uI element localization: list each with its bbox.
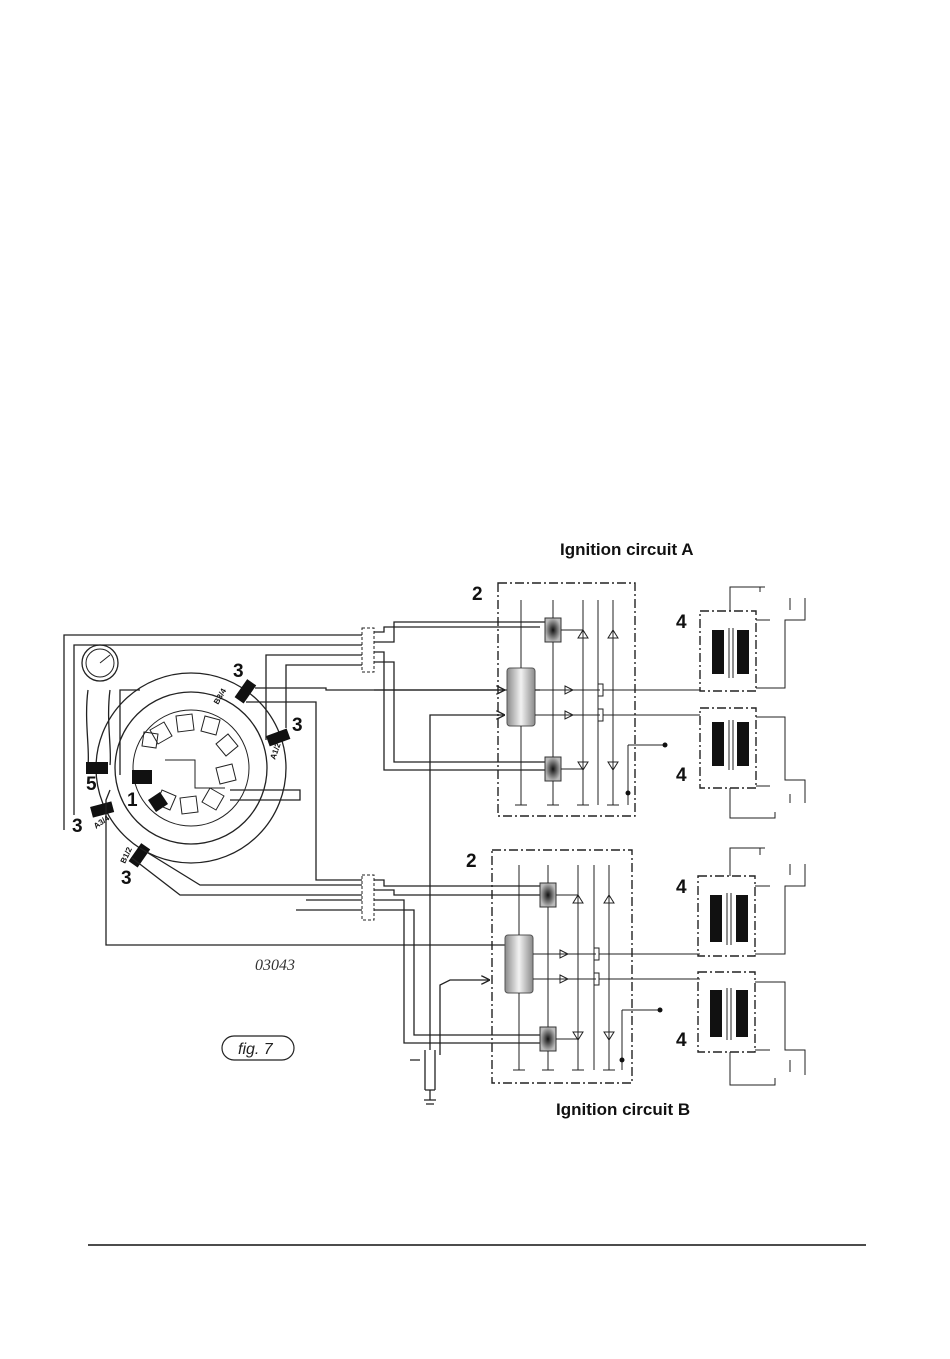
- trigger-b34: [235, 679, 257, 703]
- rev-counter-pickup: [82, 645, 118, 774]
- callout-trigger-b34: 3: [233, 661, 244, 682]
- ignition-coil-b1: [698, 876, 755, 956]
- label-trigger-b34: B3/4: [212, 686, 229, 706]
- figure-label: fig. 7: [238, 1041, 274, 1058]
- circuit-a-title: Ignition circuit A: [560, 540, 693, 559]
- callout-coil-a1: 4: [676, 612, 687, 633]
- drawing-code: 03043: [255, 957, 295, 974]
- callout-generator: 1: [127, 790, 138, 811]
- ignition-unit-b: [492, 850, 700, 1083]
- callout-unit-a: 2: [472, 584, 483, 605]
- ignition-coil-a1: [700, 611, 756, 691]
- ignition-coil-b2: [698, 972, 755, 1052]
- callout-trigger-a34: 3: [72, 816, 83, 837]
- circuit-b-title: Ignition circuit B: [556, 1100, 690, 1119]
- callout-trigger-b12: 3: [121, 868, 132, 889]
- callout-rev-pickup: 5: [86, 774, 97, 795]
- callout-coil-b2: 4: [676, 1030, 687, 1051]
- callout-trigger-a12: 3: [292, 715, 303, 736]
- callout-coil-b1: 4: [676, 877, 687, 898]
- ignition-coil-a2: [700, 708, 756, 788]
- callout-coil-a2: 4: [676, 765, 687, 786]
- ignition-unit-a: [498, 583, 700, 816]
- callout-unit-b: 2: [466, 851, 477, 872]
